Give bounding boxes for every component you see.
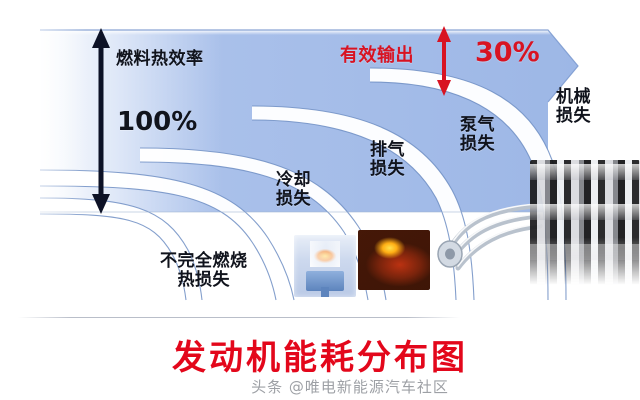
page-title: 发动机能耗分布图	[172, 338, 468, 378]
engine-block-photo	[530, 160, 640, 285]
fuel-thermal-efficiency-label: 燃料热效率	[116, 49, 204, 69]
watermark: 头条 @唯电新能源汽车社区	[251, 378, 449, 396]
energy-flow-diagram	[0, 26, 579, 301]
separator-line	[18, 317, 460, 318]
output-arrow-outline	[40, 29, 579, 103]
exhaust-loss-label: 排气 损失	[370, 140, 405, 180]
cooling-loss-label: 冷却 损失	[276, 170, 311, 210]
piston-photo	[294, 235, 356, 297]
pumping-loss-label: 泵气 损失	[460, 115, 495, 155]
effective-output-arrow-icon	[437, 26, 451, 96]
incomplete-combustion-loss-label: 不完全燃烧 热损失	[160, 251, 248, 291]
mechanical-loss-label: 机械 损失	[556, 87, 591, 127]
effective-output-value: 30%	[475, 37, 540, 68]
fuel-thermal-efficiency-value: 100%	[117, 107, 198, 137]
effective-output-label: 有效输出	[340, 45, 414, 66]
combustion-photo	[358, 230, 430, 290]
total-energy-arrow-icon	[92, 28, 110, 214]
